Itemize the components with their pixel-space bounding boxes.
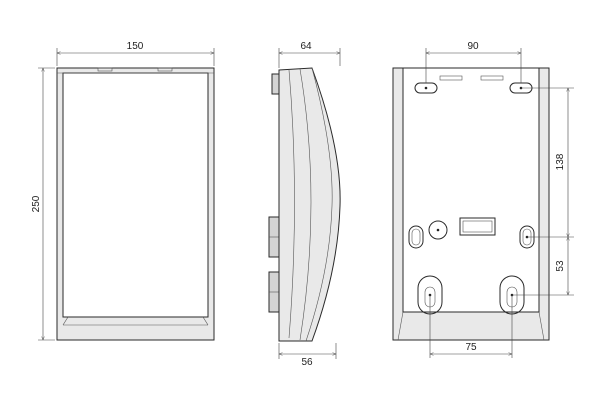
side-body-outline: [278, 67, 341, 342]
side-bracket-top: [271, 73, 280, 95]
side-base-depth-label: 56: [301, 357, 313, 368]
cable-hole-center: [436, 228, 440, 232]
slot-center: [424, 86, 428, 90]
back-view: 90 138 53 75: [392, 41, 574, 358]
front-bottom-bevel-right: [202, 316, 209, 326]
back-window: [459, 217, 496, 236]
front-bottom-bevel-left: [62, 316, 69, 326]
back-vent-left: [439, 75, 463, 81]
back-vertical-spacing-label: 138: [555, 153, 566, 170]
side-inner-curve-1: [288, 69, 295, 339]
back-top-spacing-label: 90: [467, 41, 479, 52]
front-top-clip-left: [97, 67, 113, 72]
front-width-label: 150: [127, 41, 144, 52]
back-vent-right: [480, 75, 504, 81]
front-panel: [62, 72, 209, 318]
mid-slot-left-inner: [411, 228, 421, 246]
side-view: 64 56: [268, 41, 341, 368]
side-depth-label: 64: [300, 41, 312, 52]
side-front-curve: [305, 67, 333, 342]
front-view: 150 250: [31, 41, 215, 341]
front-top-clip-right: [157, 67, 173, 72]
front-height-label: 250: [31, 195, 42, 212]
cable-hole: [428, 220, 448, 240]
side-inner-curve-2: [299, 68, 312, 341]
back-window-inner: [462, 220, 493, 233]
back-bottom-spacing-label: 75: [465, 342, 477, 353]
mid-slot-left: [408, 225, 424, 249]
back-plate: [402, 67, 540, 313]
back-lower-spacing-label: 53: [555, 260, 566, 272]
